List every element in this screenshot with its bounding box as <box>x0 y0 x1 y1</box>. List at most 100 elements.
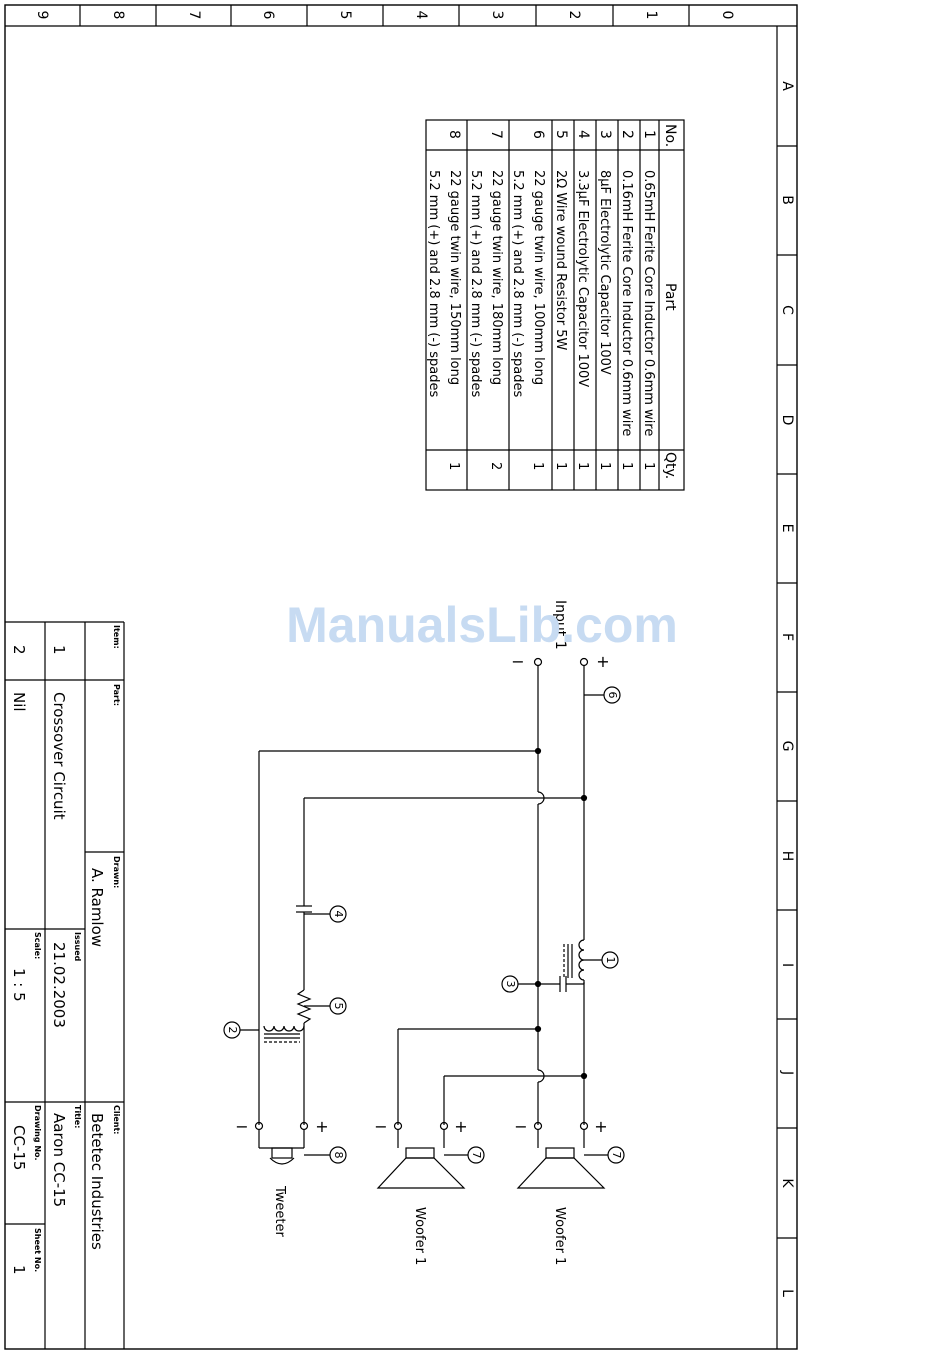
title-value: Aaron CC-15 <box>50 1113 68 1207</box>
row-qty: 1 <box>575 462 590 470</box>
row-label: G <box>779 741 795 752</box>
issued-header: Issued <box>73 932 82 962</box>
part-1: Crossover Circuit <box>50 692 68 820</box>
header-part: Part <box>662 283 678 311</box>
column-label: 2 <box>566 11 582 20</box>
row-qty: 1 <box>530 462 545 470</box>
row-no: 4 <box>575 130 591 139</box>
drawn-header: Drawn: <box>112 856 121 888</box>
callout-number: 4 <box>332 911 345 918</box>
title-header: Title: <box>73 1105 82 1128</box>
callout-number: 7 <box>470 1152 483 1159</box>
client-value: Betetec Industries <box>88 1113 106 1250</box>
item-2: 2 <box>10 645 28 655</box>
woofer-a-symbol <box>516 1147 606 1189</box>
minus-sign: − <box>511 652 524 671</box>
row-no: 8 <box>446 130 462 139</box>
row-part: 22 gauge twin wire, 100mm long <box>531 170 546 385</box>
row-qty: 1 <box>553 462 568 470</box>
woofer-a-label: Woofer 1 <box>552 1207 567 1265</box>
input-minus-terminal <box>533 657 543 667</box>
row-no: 7 <box>488 130 504 139</box>
input-plus-terminal <box>579 657 589 667</box>
column-label: 4 <box>413 11 429 20</box>
callout-number: 6 <box>606 692 619 699</box>
column-label: 8 <box>110 11 126 20</box>
tweeter-symbol <box>259 1147 304 1165</box>
column-label: 7 <box>186 11 202 20</box>
row-qty: 1 <box>619 462 634 470</box>
row-qty: 1 <box>597 462 612 470</box>
column-label: 3 <box>489 11 505 20</box>
row-label: L <box>779 1289 795 1297</box>
row-label: J <box>779 1070 795 1075</box>
callout-number: 1 <box>604 957 617 964</box>
callout-number: 8 <box>332 1152 345 1159</box>
scale-header: Scale: <box>33 932 42 959</box>
column-label: 0 <box>719 11 735 20</box>
item-header: Item: <box>112 625 121 649</box>
row-part: 0.65mH Ferite Core Inductor 0.6mm wire <box>641 170 656 436</box>
row-no: 2 <box>619 130 635 139</box>
callout-number: 3 <box>504 981 517 988</box>
row-part: 22 gauge twin wire, 180mm long <box>489 170 504 385</box>
row-no: 5 <box>553 130 569 139</box>
callout-number: 2 <box>226 1027 239 1034</box>
row-no: 3 <box>597 130 613 139</box>
row-label: F <box>779 633 795 641</box>
tweeter-label: Tweeter <box>272 1185 287 1238</box>
woofer-b-symbol <box>376 1147 466 1189</box>
sheet-no-header: Sheet No. <box>33 1228 42 1272</box>
title-block-text: Item: Part: Drawn: Issued Scale: Client:… <box>10 625 121 1275</box>
watermark: ManualsLib.com <box>286 597 678 653</box>
row-part: 22 gauge twin wire, 150mm long <box>447 170 462 385</box>
schematic <box>223 657 625 1189</box>
row-qty: 1 <box>641 462 656 470</box>
row-label: K <box>779 1178 795 1188</box>
parts-table-text: No. Part Qty. 1 0.65mH Ferite Core Induc… <box>426 124 678 479</box>
row-label: B <box>779 195 795 205</box>
column-labels: 0 1 2 3 4 5 6 7 8 9 <box>34 11 735 20</box>
row-part-line2: 5.2 mm (+) and 2.8 mm (-) spades <box>468 170 483 397</box>
callout-number: 5 <box>332 1003 345 1010</box>
issued-value: 21.02.2003 <box>50 942 68 1028</box>
row-label: H <box>779 851 795 862</box>
minus-sign: − <box>374 1117 387 1136</box>
row-label: D <box>779 415 795 426</box>
column-label: 9 <box>34 11 50 20</box>
part-header: Part: <box>112 684 121 706</box>
woofer-b-label: Woofer 1 <box>412 1207 427 1265</box>
column-label: 1 <box>643 11 659 20</box>
row-part-line2: 5.2 mm (+) and 2.8 mm (-) spades <box>426 170 441 397</box>
scale-value: 1 : 5 <box>10 968 28 1002</box>
row-labels: A B C D E F G H I J K L <box>779 81 795 1297</box>
row-label: E <box>779 524 795 533</box>
row-qty: 2 <box>488 462 503 470</box>
plus-sign: + <box>315 1117 328 1136</box>
callout-number: 7 <box>610 1152 623 1159</box>
parts-table <box>425 119 685 491</box>
plus-sign: + <box>596 652 609 671</box>
plus-sign: + <box>594 1117 607 1136</box>
part-2: Nil <box>10 692 28 712</box>
schematic-labels: Input 1 + − 6 1 3 4 5 2 7 7 8 + − + − + … <box>226 600 623 1265</box>
row-label: C <box>779 305 795 315</box>
row-part: 3.3μF Electrolytic Capacitor 100V <box>575 170 590 387</box>
header-qty: Qty. <box>662 452 678 479</box>
drawn-value: A. Ramlow <box>88 868 106 947</box>
sheet-border <box>4 4 798 1350</box>
plus-sign: + <box>454 1117 467 1136</box>
row-qty: 1 <box>446 462 461 470</box>
row-label: I <box>779 963 795 967</box>
callouts <box>223 686 625 1164</box>
item-1: 1 <box>50 645 68 655</box>
row-no: 1 <box>641 130 657 139</box>
sheet-no-value: 1 <box>10 1265 28 1275</box>
column-label: 5 <box>337 11 353 20</box>
row-label: A <box>779 81 795 91</box>
input-label: Input 1 <box>552 600 568 650</box>
column-label: 6 <box>260 11 276 20</box>
row-part-line2: 5.2 mm (+) and 2.8 mm (-) spades <box>510 170 525 397</box>
header-no: No. <box>662 124 678 147</box>
